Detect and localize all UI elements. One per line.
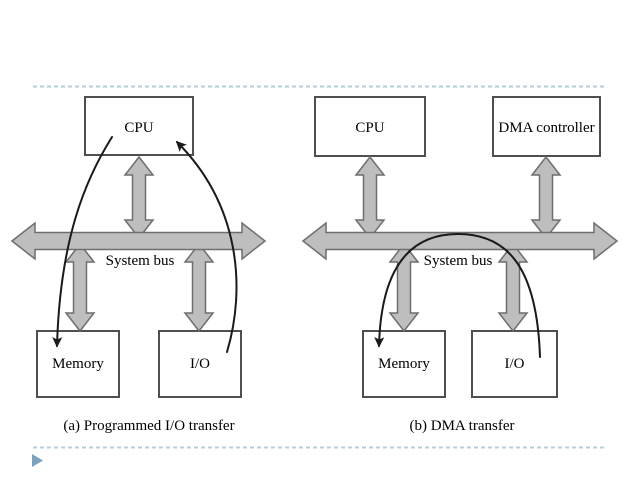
panel-a-memory-box (36, 330, 120, 398)
panel-b-system-bus (301, 221, 619, 261)
panel-b-cpu-box (314, 96, 426, 157)
panel-b-io-box (471, 330, 558, 398)
panel-b-dma (301, 96, 619, 398)
panel-b-cpu-bus-arrow (354, 155, 386, 240)
panel-b-io-to-memory-arrow (374, 232, 541, 358)
panel-a-cpu-to-memory-arrow (52, 136, 113, 348)
panel-a-system-bus (10, 221, 267, 261)
panel-b-dma-controller-box (492, 96, 601, 157)
panel-b-io-bus-arrow (497, 242, 529, 333)
panel-b-memory-bus-arrow (388, 242, 420, 333)
panel-a-io-to-cpu-arrow (175, 140, 238, 353)
panel-b-memory-box (362, 330, 446, 398)
panel-b-dma-bus-arrow (530, 155, 562, 240)
play-triangle-icon (32, 454, 43, 467)
panel-a-cpu-box (84, 96, 194, 156)
panel-a-io-bus-arrow (183, 242, 215, 333)
panel-a-memory-bus-arrow (64, 242, 96, 333)
panel-a-cpu-bus-arrow (123, 155, 155, 240)
panel-a-programmed-io (10, 96, 267, 398)
panel-a-io-box (158, 330, 242, 398)
